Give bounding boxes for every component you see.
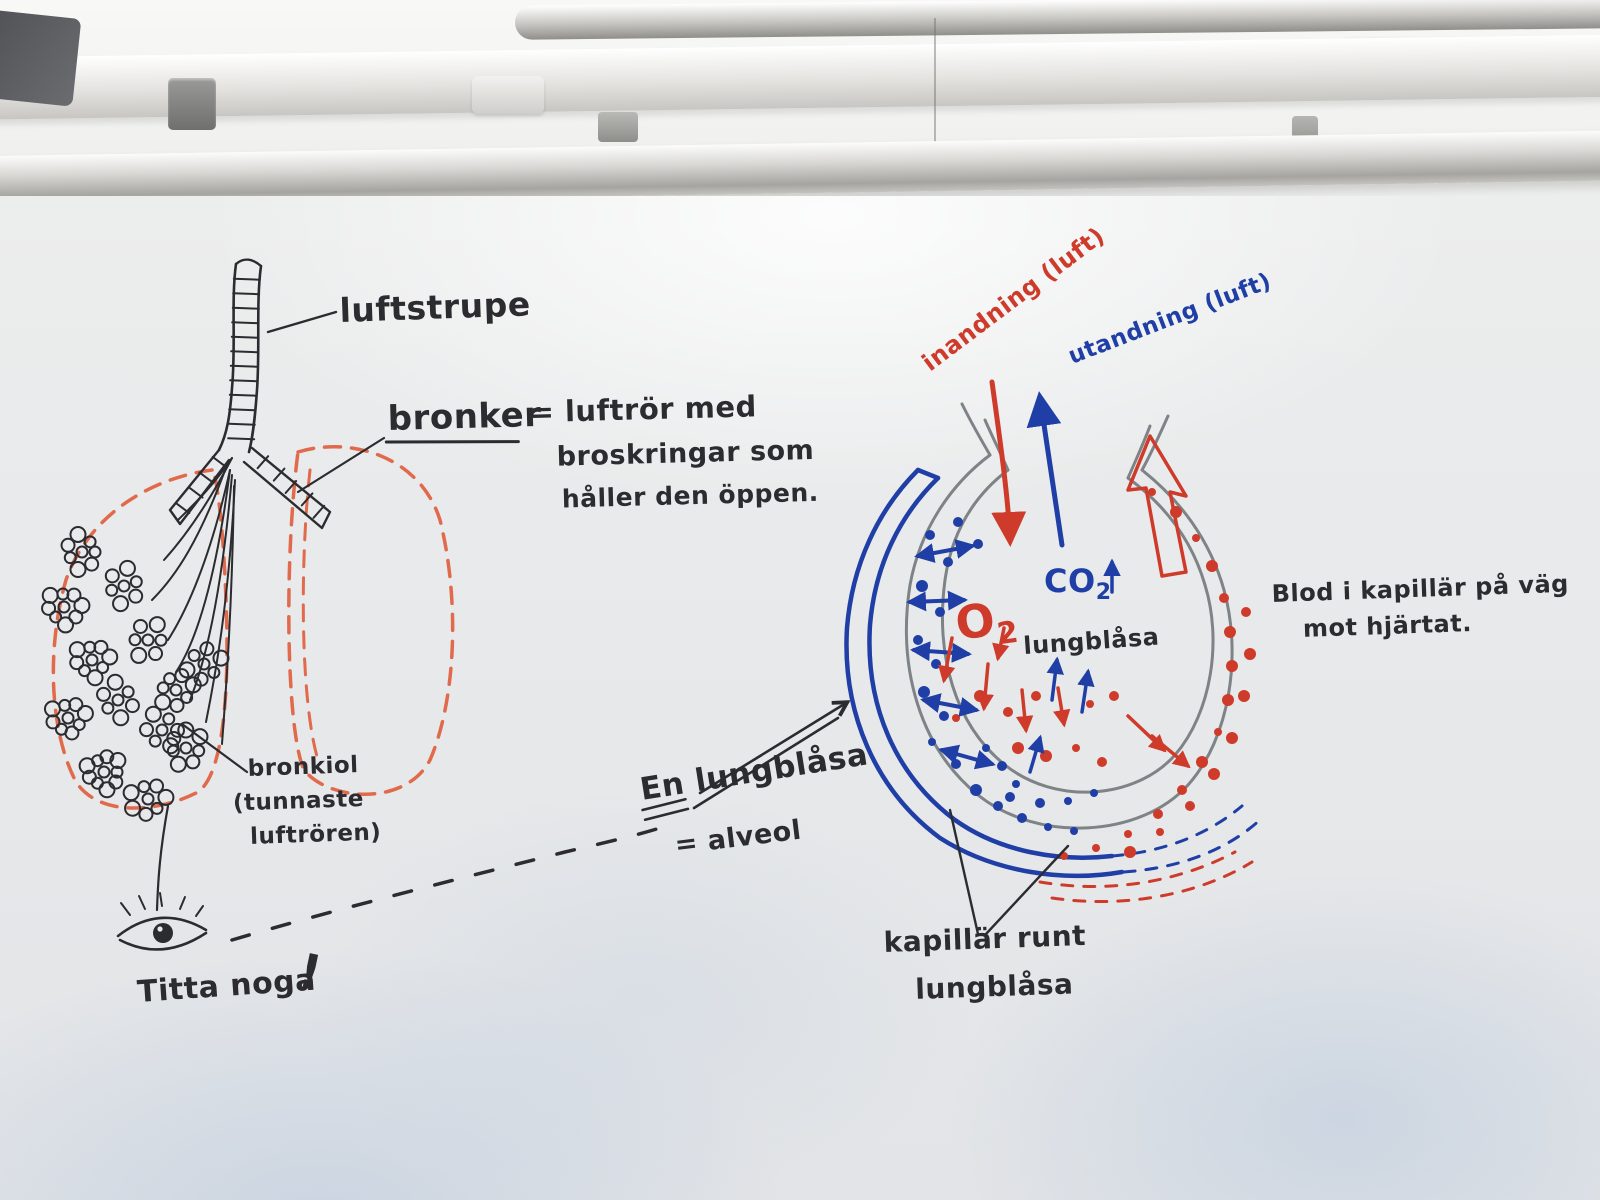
co2-exchange-arrows-red [938,626,1191,769]
inandning-arrow [989,379,1027,547]
alveolus-outer-wall [904,453,1234,830]
label-kapillar-2: lungblåsa [915,967,1074,1005]
label-kapillar-1: kapillär runt [883,919,1086,959]
label-blod-2: mot hjärtat. [1302,609,1472,643]
label-utandning: utandning (luft) [1065,268,1275,369]
label-co2: CO2 [1044,562,1112,605]
alveoli-clusters [41,525,230,822]
trachea-outline [217,262,238,452]
rod-mount [472,76,544,114]
label-bronkiol-3: luftrören) [250,819,382,850]
label-bronker: bronker [387,395,542,439]
lungs-sketch: luftstrupe bronker = luftrör med broskri… [41,258,819,1010]
wall-bracket [598,112,638,142]
trachea-top [234,258,263,268]
label-bronker-def2: broskringar som [556,435,814,473]
bronker-pointer [296,436,386,494]
bronker-underline [384,440,520,444]
label-bronker-def: = luftrör med [529,389,757,429]
hanging-wire [934,18,936,168]
label-titta-noga: Titta noga [136,963,317,1010]
bronkiol-pointer [180,722,249,774]
label-lungblasa-inside: lungblåsa [1022,622,1160,660]
luftstrupe-pointer [266,310,338,334]
red-blood-cells [952,488,1256,860]
outline-arrow-up [1126,434,1188,578]
dashed-connector [230,824,668,942]
label-luftstrupe: luftstrupe [339,284,531,330]
kapillar-pointer-2 [984,844,1070,936]
label-bronkiol-1: bronkiol [247,752,359,782]
right-bronchus [242,446,332,530]
kapillar-pointer-1 [948,808,980,936]
label-en-lungblasa: En lungblåsa [638,736,871,808]
label-bronker-def3: håller den öppen. [561,478,819,514]
utandning-arrow [1026,391,1065,548]
en-underline-2 [643,807,690,822]
label-titta-bang: ! [294,943,328,1002]
label-blod-1: Blod i kapillär på väg [1271,569,1569,608]
alveolus-inner-wall [941,468,1215,794]
eye-pointer [155,804,170,912]
right-lung-outline [287,445,455,796]
arrow-to-alveolus-2 [692,716,840,810]
oxygen-exchange-arrows-blue [906,539,1121,774]
right-lung-inner-dash [301,468,320,762]
cartilage-rings [175,277,326,519]
whiteboard-surface [0,196,1600,1200]
label-bronkiol-2: (tunnaste [232,786,364,817]
bronchiole-branches [151,457,236,745]
label-o2: O2 [952,589,1021,658]
blue-capillary [844,467,1264,879]
wall-bracket [168,78,216,130]
en-underline-1 [641,797,687,812]
alveolus-diagram: inandning (luft) utandning (luft) CO2 O2… [844,222,1569,1006]
eye-sketch [116,892,208,951]
label-alveol: = alveol [673,815,803,861]
arrow-to-alveolus [698,703,846,795]
red-capillary [1038,850,1254,903]
